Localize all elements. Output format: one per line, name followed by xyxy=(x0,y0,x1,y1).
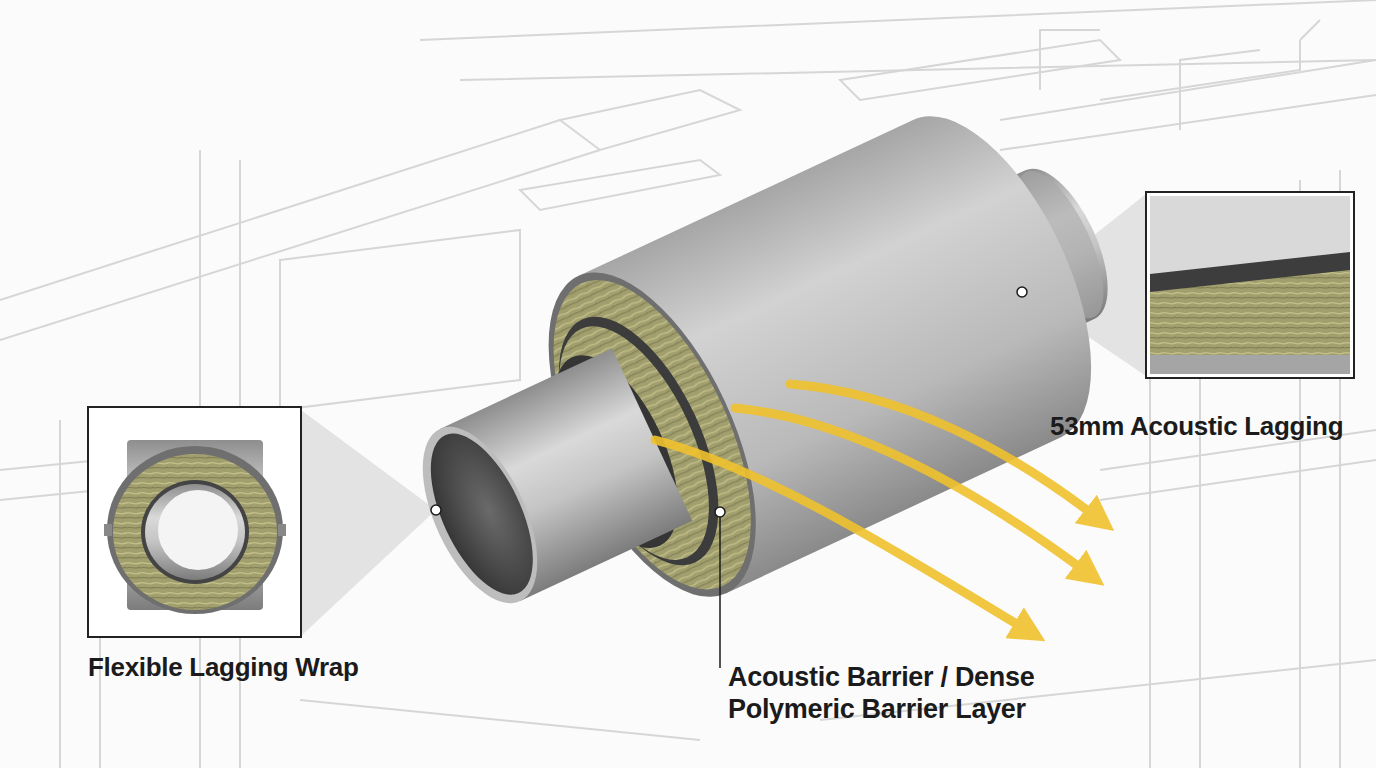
sound-arrows xyxy=(655,384,1100,632)
pipe-end xyxy=(399,410,561,620)
part-label: Acoustic Barrier / Dense Polymeric Barri… xyxy=(728,662,1148,726)
inset-frame xyxy=(1146,192,1354,378)
callout-wedge xyxy=(301,410,436,636)
leader-marks xyxy=(431,287,1027,668)
inset-frame xyxy=(88,407,301,637)
pipe-assembly xyxy=(365,71,1166,693)
pipe-bore xyxy=(410,419,554,610)
part-label: Flexible Lagging Wrap xyxy=(88,652,388,683)
part-label: 53mm Acoustic Lagging xyxy=(1050,411,1370,442)
